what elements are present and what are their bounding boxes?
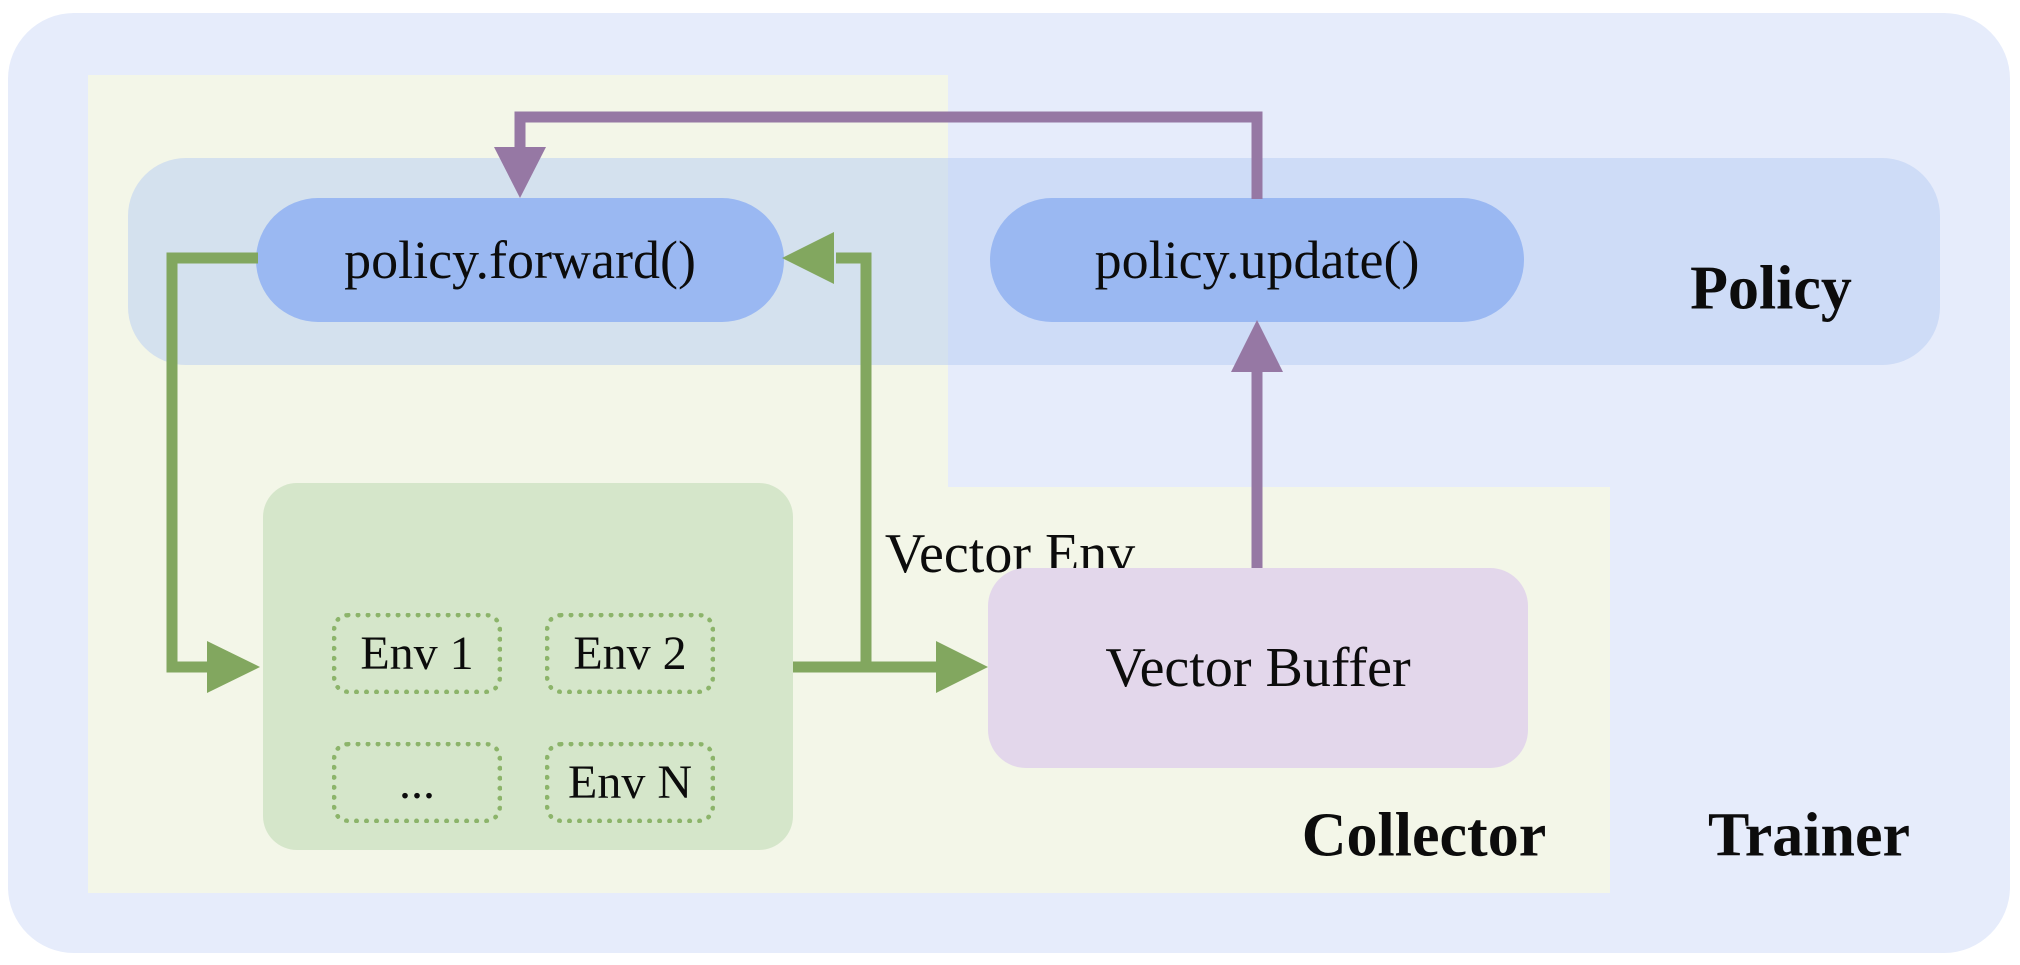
policy-forward-node: policy.forward() xyxy=(256,198,784,322)
vector-env-node xyxy=(263,483,793,850)
trainer-region-label: Trainer xyxy=(1707,801,1911,870)
policy-update-node: policy.update() xyxy=(990,198,1524,322)
policy-update-label: policy.update() xyxy=(1094,230,1420,290)
collector-region-label: Collector xyxy=(1301,801,1547,870)
env-2-label: Env 2 xyxy=(573,627,687,680)
policy-region-label: Policy xyxy=(1690,254,1852,323)
vector-buffer-node: Vector Buffer xyxy=(988,568,1528,768)
env-cell-1: Env 1 xyxy=(332,613,502,694)
env-ellipsis-label: ... xyxy=(399,756,435,809)
env-cell-n: Env N xyxy=(545,742,715,823)
vector-buffer-label: Vector Buffer xyxy=(1105,637,1411,699)
env-n-label: Env N xyxy=(568,756,692,809)
env-cell-2: Env 2 xyxy=(545,613,715,694)
env-cell-ellipsis: ... xyxy=(332,742,502,823)
env-1-label: Env 1 xyxy=(360,627,474,680)
policy-forward-label: policy.forward() xyxy=(344,230,696,290)
